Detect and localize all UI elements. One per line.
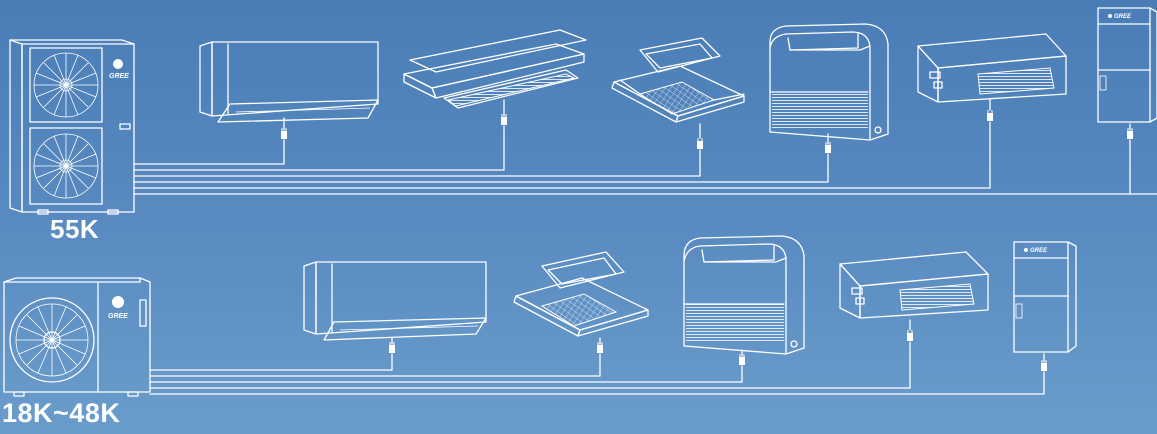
capacity-label-55k: 55K: [50, 214, 99, 245]
outdoor-unit-18k-48k: GREE: [4, 278, 150, 396]
svg-text:GREE: GREE: [109, 73, 129, 80]
svg-text:GREE: GREE: [1030, 248, 1048, 254]
ducted-unit-bottom: [840, 252, 988, 341]
gree-logo-icon: GREE: [108, 296, 128, 320]
one-way-cassette-unit-top: [404, 30, 586, 125]
four-way-cassette-unit-top: [612, 38, 744, 149]
floor-console-unit-top: [770, 24, 888, 153]
svg-text:GREE: GREE: [1114, 14, 1132, 20]
gree-logo-icon: GREE: [109, 59, 129, 80]
air-handler-unit-top: GREE: [1098, 8, 1157, 139]
capacity-label-18k-48k: 18K~48K: [2, 398, 120, 429]
wall-mounted-unit-bottom: [304, 262, 486, 353]
piping-top: [134, 122, 1157, 194]
air-handler-unit-bottom: GREE: [1014, 242, 1076, 371]
floor-console-unit-bottom: [684, 236, 804, 365]
svg-text:GREE: GREE: [108, 313, 128, 320]
wall-mounted-unit-top: [200, 42, 378, 139]
four-way-cassette-unit-bottom: [514, 252, 648, 353]
ducted-unit-top: [918, 34, 1066, 121]
outdoor-unit-55k: GREE: [10, 40, 134, 214]
